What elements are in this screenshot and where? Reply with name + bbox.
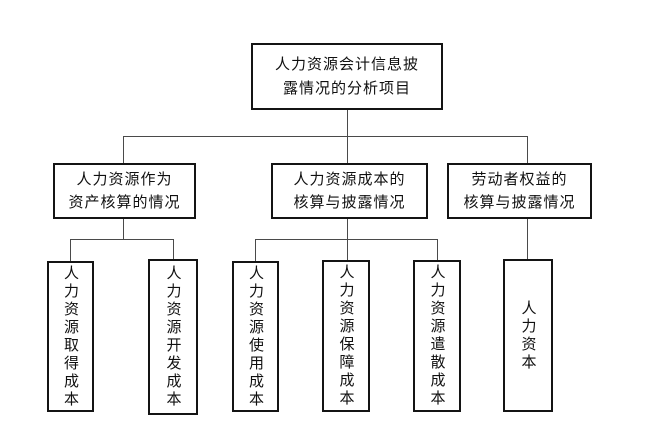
node-branch-3: 劳动者权益的 核算与披露情况 xyxy=(447,163,592,219)
node-root-line-2: 露情况的分析项目 xyxy=(282,78,411,97)
node-leaf-3: 人力资源使用成本 xyxy=(232,261,279,412)
connector-level2-drop-1 xyxy=(123,136,124,163)
connector-level2-drop-3 xyxy=(527,136,528,163)
node-leaf-2-label: 人力资源开发成本 xyxy=(164,265,183,409)
connector-level2-drop-2 xyxy=(347,136,348,163)
node-leaf-5-label: 人力资源遣散成本 xyxy=(428,264,447,408)
node-root-line-1: 人力资源会计信息披 xyxy=(274,55,419,74)
connector-branch2-drop-3 xyxy=(437,239,438,260)
node-leaf-4-label: 人力资源保障成本 xyxy=(337,264,356,408)
node-leaf-4: 人力资源保障成本 xyxy=(322,260,370,412)
connector-root-stem xyxy=(347,110,348,136)
node-leaf-3-label: 人力资源使用成本 xyxy=(247,264,265,409)
connector-branch3-stem xyxy=(527,219,528,259)
connector-branch2-bus xyxy=(255,239,437,240)
node-leaf-1: 人力资源取得成本 xyxy=(47,261,94,412)
node-branch-1-line-2: 资产核算的情况 xyxy=(68,193,181,211)
node-branch-1-line-1: 人力资源作为 xyxy=(76,169,173,188)
node-leaf-2: 人力资源开发成本 xyxy=(148,259,198,415)
node-branch-3-line-1: 劳动者权益的 xyxy=(471,169,568,188)
connector-branch2-drop-1 xyxy=(255,239,256,261)
connector-branch1-drop-2 xyxy=(173,239,174,259)
node-branch-2-line-1: 人力资源成本的 xyxy=(293,169,406,188)
node-branch-2: 人力资源成本的 核算与披露情况 xyxy=(271,163,428,219)
connector-level2-bus xyxy=(123,136,527,137)
connector-branch2-drop-2 xyxy=(347,239,348,260)
node-leaf-6: 人力资本 xyxy=(503,259,553,412)
node-root: 人力资源会计信息披 露情况的分析项目 xyxy=(251,43,443,110)
connector-branch1-bus xyxy=(70,239,173,240)
node-leaf-1-label: 人力资源取得成本 xyxy=(62,264,80,409)
node-branch-2-line-2: 核算与披露情况 xyxy=(293,193,406,211)
node-branch-3-line-2: 核算与披露情况 xyxy=(463,193,576,211)
node-branch-1: 人力资源作为 资产核算的情况 xyxy=(53,163,196,219)
connector-branch2-stem xyxy=(347,219,348,239)
connector-branch1-drop-1 xyxy=(70,239,71,261)
node-leaf-5: 人力资源遣散成本 xyxy=(413,260,461,412)
node-leaf-6-label: 人力资本 xyxy=(519,299,538,372)
connector-branch1-stem xyxy=(123,219,124,239)
